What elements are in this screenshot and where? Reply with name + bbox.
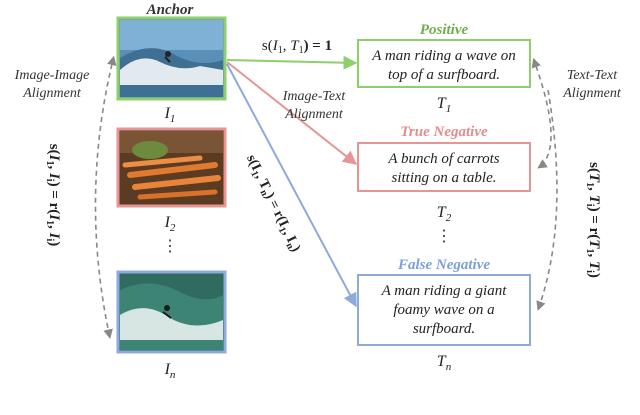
true-negative-title: True Negative [400, 124, 488, 140]
text-text-dashed-arrow-upper [536, 66, 551, 168]
image-n [118, 272, 225, 352]
text-text-formula: s(T1, Ti) = r(T1, Ti) [584, 162, 602, 278]
text-2-label: T2 [437, 204, 452, 224]
positive-title: Positive [420, 22, 469, 38]
false-negative-formula: s(I1, Tn) = r(I1, In) [241, 153, 303, 256]
text-vdots: ⋮ [436, 228, 452, 245]
text-text-dashed-arrow-lower [538, 90, 557, 310]
image-vdots: ⋮ [162, 238, 178, 255]
image-n-label: In [164, 361, 176, 381]
image-image-formula: s(I1, Ii) = r(I1, Ii) [44, 144, 62, 247]
positive-formula: s(I1, T1) = 1 [262, 38, 332, 56]
anchor-image-label: I1 [164, 105, 176, 125]
image-image-dashed-arrow [95, 64, 112, 338]
text-n-label: Tn [437, 353, 452, 373]
anchor-title: Anchor [146, 2, 194, 18]
anchor-image [118, 18, 225, 99]
image-2-label: I2 [164, 214, 176, 234]
false-negative-title: False Negative [397, 257, 490, 273]
text-1-label: T1 [437, 95, 451, 115]
image-2 [118, 129, 225, 206]
positive-arrow [227, 60, 356, 63]
